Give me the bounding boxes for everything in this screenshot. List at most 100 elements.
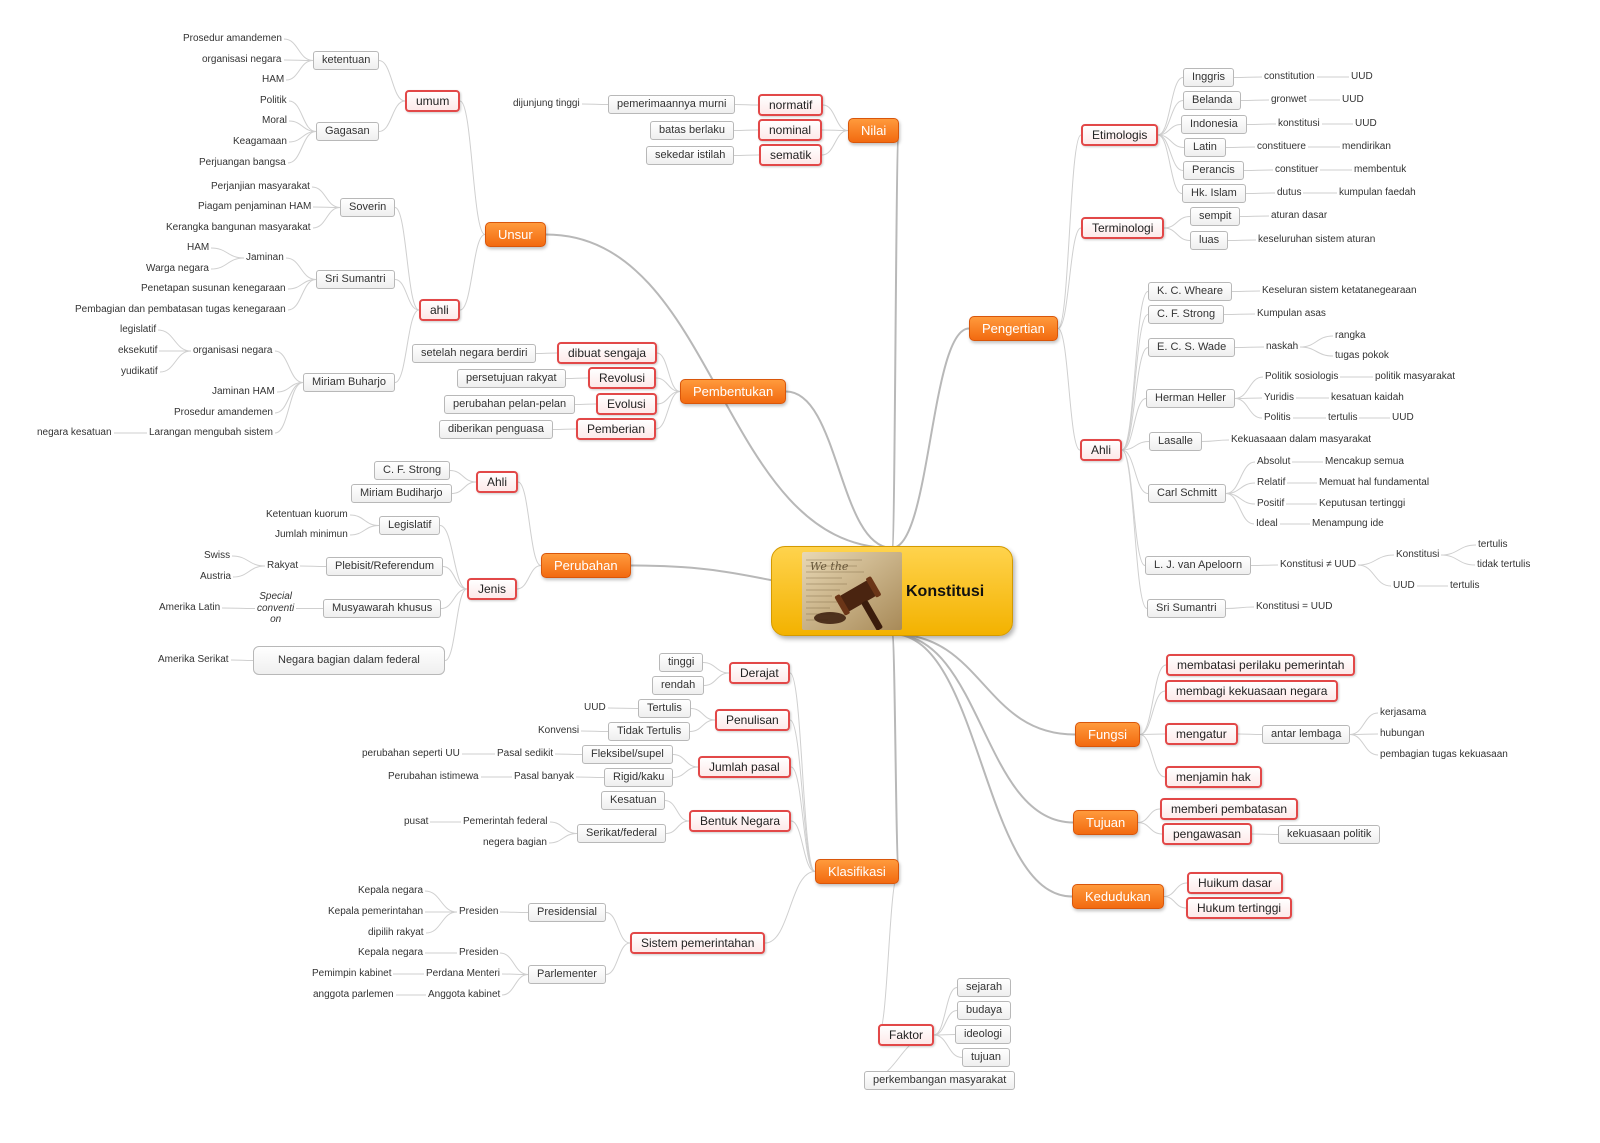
- node-positif[interactable]: Positif: [1257, 498, 1285, 509]
- node-persetujuan-rakyat[interactable]: persetujuan rakyat: [457, 369, 566, 388]
- node-warga-negara[interactable]: Warga negara: [146, 263, 209, 274]
- node-ecs-wade[interactable]: E. C. S. Wade: [1148, 338, 1236, 357]
- node-pengawasan[interactable]: pengawasan: [1162, 823, 1253, 845]
- node-kekuasaan-masyarakat[interactable]: Kekuasaaan dalam masyarakat: [1231, 434, 1372, 445]
- node-menjamin-hak[interactable]: menjamin hak: [1165, 766, 1262, 788]
- node-terminologi[interactable]: Terminologi: [1081, 217, 1165, 239]
- node-tujuan[interactable]: Tujuan: [1073, 810, 1139, 835]
- node-menampung-ide[interactable]: Menampung ide: [1312, 518, 1384, 529]
- node-konvensi[interactable]: Konvensi: [538, 725, 580, 736]
- node-hukum-tertinggi[interactable]: Hukum tertinggi: [1186, 897, 1293, 919]
- node-konstitusi-neq-uud[interactable]: Konstitusi ≠ UUD: [1280, 559, 1357, 570]
- node-kerjasama[interactable]: kerjasama: [1380, 707, 1427, 718]
- node-soverin[interactable]: Soverin: [340, 198, 396, 217]
- node-keseluran-sistem[interactable]: Keseluran sistem ketatanegearaan: [1262, 285, 1417, 296]
- node-cf-strong-1[interactable]: C. F. Strong: [374, 461, 451, 480]
- node-amerika-serikat[interactable]: Amerika Serikat: [158, 654, 229, 665]
- node-kerangka-bangunan[interactable]: Kerangka bangunan masyarakat: [166, 222, 311, 233]
- node-sempit[interactable]: sempit: [1190, 207, 1241, 226]
- node-herman-heller[interactable]: Herman Heller: [1146, 389, 1235, 408]
- node-perjanjian-masyarakat[interactable]: Perjanjian masyarakat: [211, 181, 310, 192]
- node-konstitusi-eq-uud[interactable]: Konstitusi = UUD: [1256, 601, 1333, 612]
- node-evolusi[interactable]: Evolusi: [596, 393, 657, 415]
- node-kumpulan-faedah[interactable]: kumpulan faedah: [1339, 187, 1416, 198]
- node-hukum-dasar[interactable]: Huikum dasar: [1187, 872, 1284, 894]
- node-absolut[interactable]: Absolut: [1257, 456, 1291, 467]
- node-kepala-pemerintahan[interactable]: Kepala pemerintahan: [328, 906, 424, 917]
- node-perubahan-istimewa[interactable]: Perubahan istimewa: [388, 771, 479, 782]
- node-anggota-kabinet[interactable]: Anggota kabinet: [428, 989, 501, 1000]
- node-sri-sumantri-1[interactable]: Sri Sumantri: [316, 270, 395, 289]
- node-uud-a[interactable]: UUD: [1393, 580, 1415, 591]
- node-tertulis[interactable]: Tertulis: [638, 699, 691, 718]
- node-politik-sosiologis[interactable]: Politik sosiologis: [1265, 371, 1339, 382]
- node-pasal-sedikit[interactable]: Pasal sedikit: [497, 748, 554, 759]
- node-hk-islam[interactable]: Hk. Islam: [1182, 184, 1246, 203]
- node-kekuasaan-politik[interactable]: kekuasaan politik: [1278, 825, 1381, 844]
- node-presidensial[interactable]: Presidensial: [528, 903, 606, 922]
- node-pemerintah-federal[interactable]: Pemerintah federal: [463, 816, 548, 827]
- node-sistem-pemerintahan[interactable]: Sistem pemerintahan: [630, 932, 766, 954]
- node-amerika-latin[interactable]: Amerika Latin: [159, 602, 221, 613]
- node-memuat-hal[interactable]: Memuat hal fundamental: [1319, 477, 1430, 488]
- node-perubahan[interactable]: Perubahan: [541, 553, 631, 578]
- node-ketentuan-kuorum[interactable]: Ketentuan kuorum: [266, 509, 348, 520]
- node-keputusan-tertinggi[interactable]: Keputusan tertinggi: [1319, 498, 1406, 509]
- node-tertulis-a1[interactable]: tertulis: [1478, 539, 1508, 550]
- node-uud-e1[interactable]: UUD: [1351, 71, 1373, 82]
- node-kumpulan-asas[interactable]: Kumpulan asas: [1257, 308, 1326, 319]
- node-perdana-menteri[interactable]: Perdana Menteri: [426, 968, 500, 979]
- node-konstitusi-a[interactable]: Konstitusi: [1396, 549, 1440, 560]
- node-serikat-federal[interactable]: Serikat/federal: [577, 824, 666, 843]
- node-sri-sumantri-2[interactable]: Sri Sumantri: [1147, 599, 1226, 618]
- node-perubahan-seperti-uu[interactable]: perubahan seperti UU: [362, 748, 460, 759]
- node-uud-1[interactable]: UUD: [584, 702, 606, 713]
- node-pembentukan[interactable]: Pembentukan: [680, 379, 787, 404]
- node-bentuk-negara[interactable]: Bentuk Negara: [689, 810, 792, 832]
- node-musyawarah-khusus[interactable]: Musyawarah khusus: [323, 599, 442, 618]
- node-umum[interactable]: umum: [405, 90, 461, 112]
- node-faktor[interactable]: Faktor: [878, 1024, 935, 1046]
- node-inggris[interactable]: Inggris: [1183, 68, 1235, 87]
- node-indonesia[interactable]: Indonesia: [1181, 115, 1247, 134]
- node-prosedur-amandemen-2[interactable]: Prosedur amandemen: [174, 407, 273, 418]
- node-piagam-penjaminan-ham[interactable]: Piagam penjaminan HAM: [198, 201, 312, 212]
- node-derajat[interactable]: Derajat: [729, 662, 790, 684]
- node-constituere[interactable]: constituere: [1257, 141, 1306, 152]
- node-kedudukan[interactable]: Kedudukan: [1072, 884, 1164, 909]
- node-dijunjung-tinggi[interactable]: dijunjung tinggi: [513, 98, 580, 109]
- node-sejarah[interactable]: sejarah: [957, 978, 1012, 997]
- node-jaminan[interactable]: Jaminan: [246, 252, 284, 263]
- node-perjuangan-bangsa[interactable]: Perjuangan bangsa: [199, 157, 286, 168]
- node-constitution[interactable]: constitution: [1264, 71, 1315, 82]
- node-nominal[interactable]: nominal: [758, 119, 823, 141]
- node-relatif[interactable]: Relatif: [1257, 477, 1286, 488]
- node-belanda[interactable]: Belanda: [1183, 91, 1242, 110]
- node-pemberian[interactable]: Pemberian: [576, 418, 657, 440]
- node-tertulis-h[interactable]: tertulis: [1328, 412, 1358, 423]
- node-larangan-mengubah[interactable]: Larangan mengubah sistem: [149, 427, 273, 438]
- node-sematik[interactable]: sematik: [759, 144, 823, 166]
- node-aturan-dasar[interactable]: aturan dasar: [1271, 210, 1328, 221]
- node-moral[interactable]: Moral: [262, 115, 288, 126]
- node-yudikatif[interactable]: yudikatif: [121, 366, 158, 377]
- node-eksekutif[interactable]: eksekutif: [118, 345, 158, 356]
- node-pemerimaannya-murni[interactable]: pemerimaannya murni: [608, 95, 736, 114]
- node-legislatif-2[interactable]: Legislatif: [379, 516, 441, 535]
- node-miriam-buharjo[interactable]: Miriam Buharjo: [303, 373, 395, 392]
- node-politik-masyarakat[interactable]: politik masyarakat: [1375, 371, 1456, 382]
- node-latin[interactable]: Latin: [1184, 138, 1226, 157]
- node-membatasi-perilaku[interactable]: membatasi perilaku pemerintah: [1166, 654, 1356, 676]
- node-luas[interactable]: luas: [1190, 231, 1229, 250]
- node-antar-lembaga[interactable]: antar lembaga: [1262, 725, 1351, 744]
- node-ideologi[interactable]: ideologi: [955, 1025, 1011, 1044]
- node-keseluruhan-sistem[interactable]: keseluruhan sistem aturan: [1258, 234, 1376, 245]
- node-hubungan[interactable]: hubungan: [1380, 728, 1425, 739]
- node-pembagian-tugas[interactable]: pembagian tugas kekuasaan: [1380, 749, 1508, 760]
- node-konstitusi-e[interactable]: konstitusi: [1278, 118, 1320, 129]
- node-organisasi-negara-2[interactable]: organisasi negara: [193, 345, 273, 356]
- node-ahli-unsur[interactable]: ahli: [419, 299, 460, 321]
- node-negera-bagian[interactable]: negera bagian: [483, 837, 547, 848]
- node-ahli-perubahan[interactable]: Ahli: [476, 471, 519, 493]
